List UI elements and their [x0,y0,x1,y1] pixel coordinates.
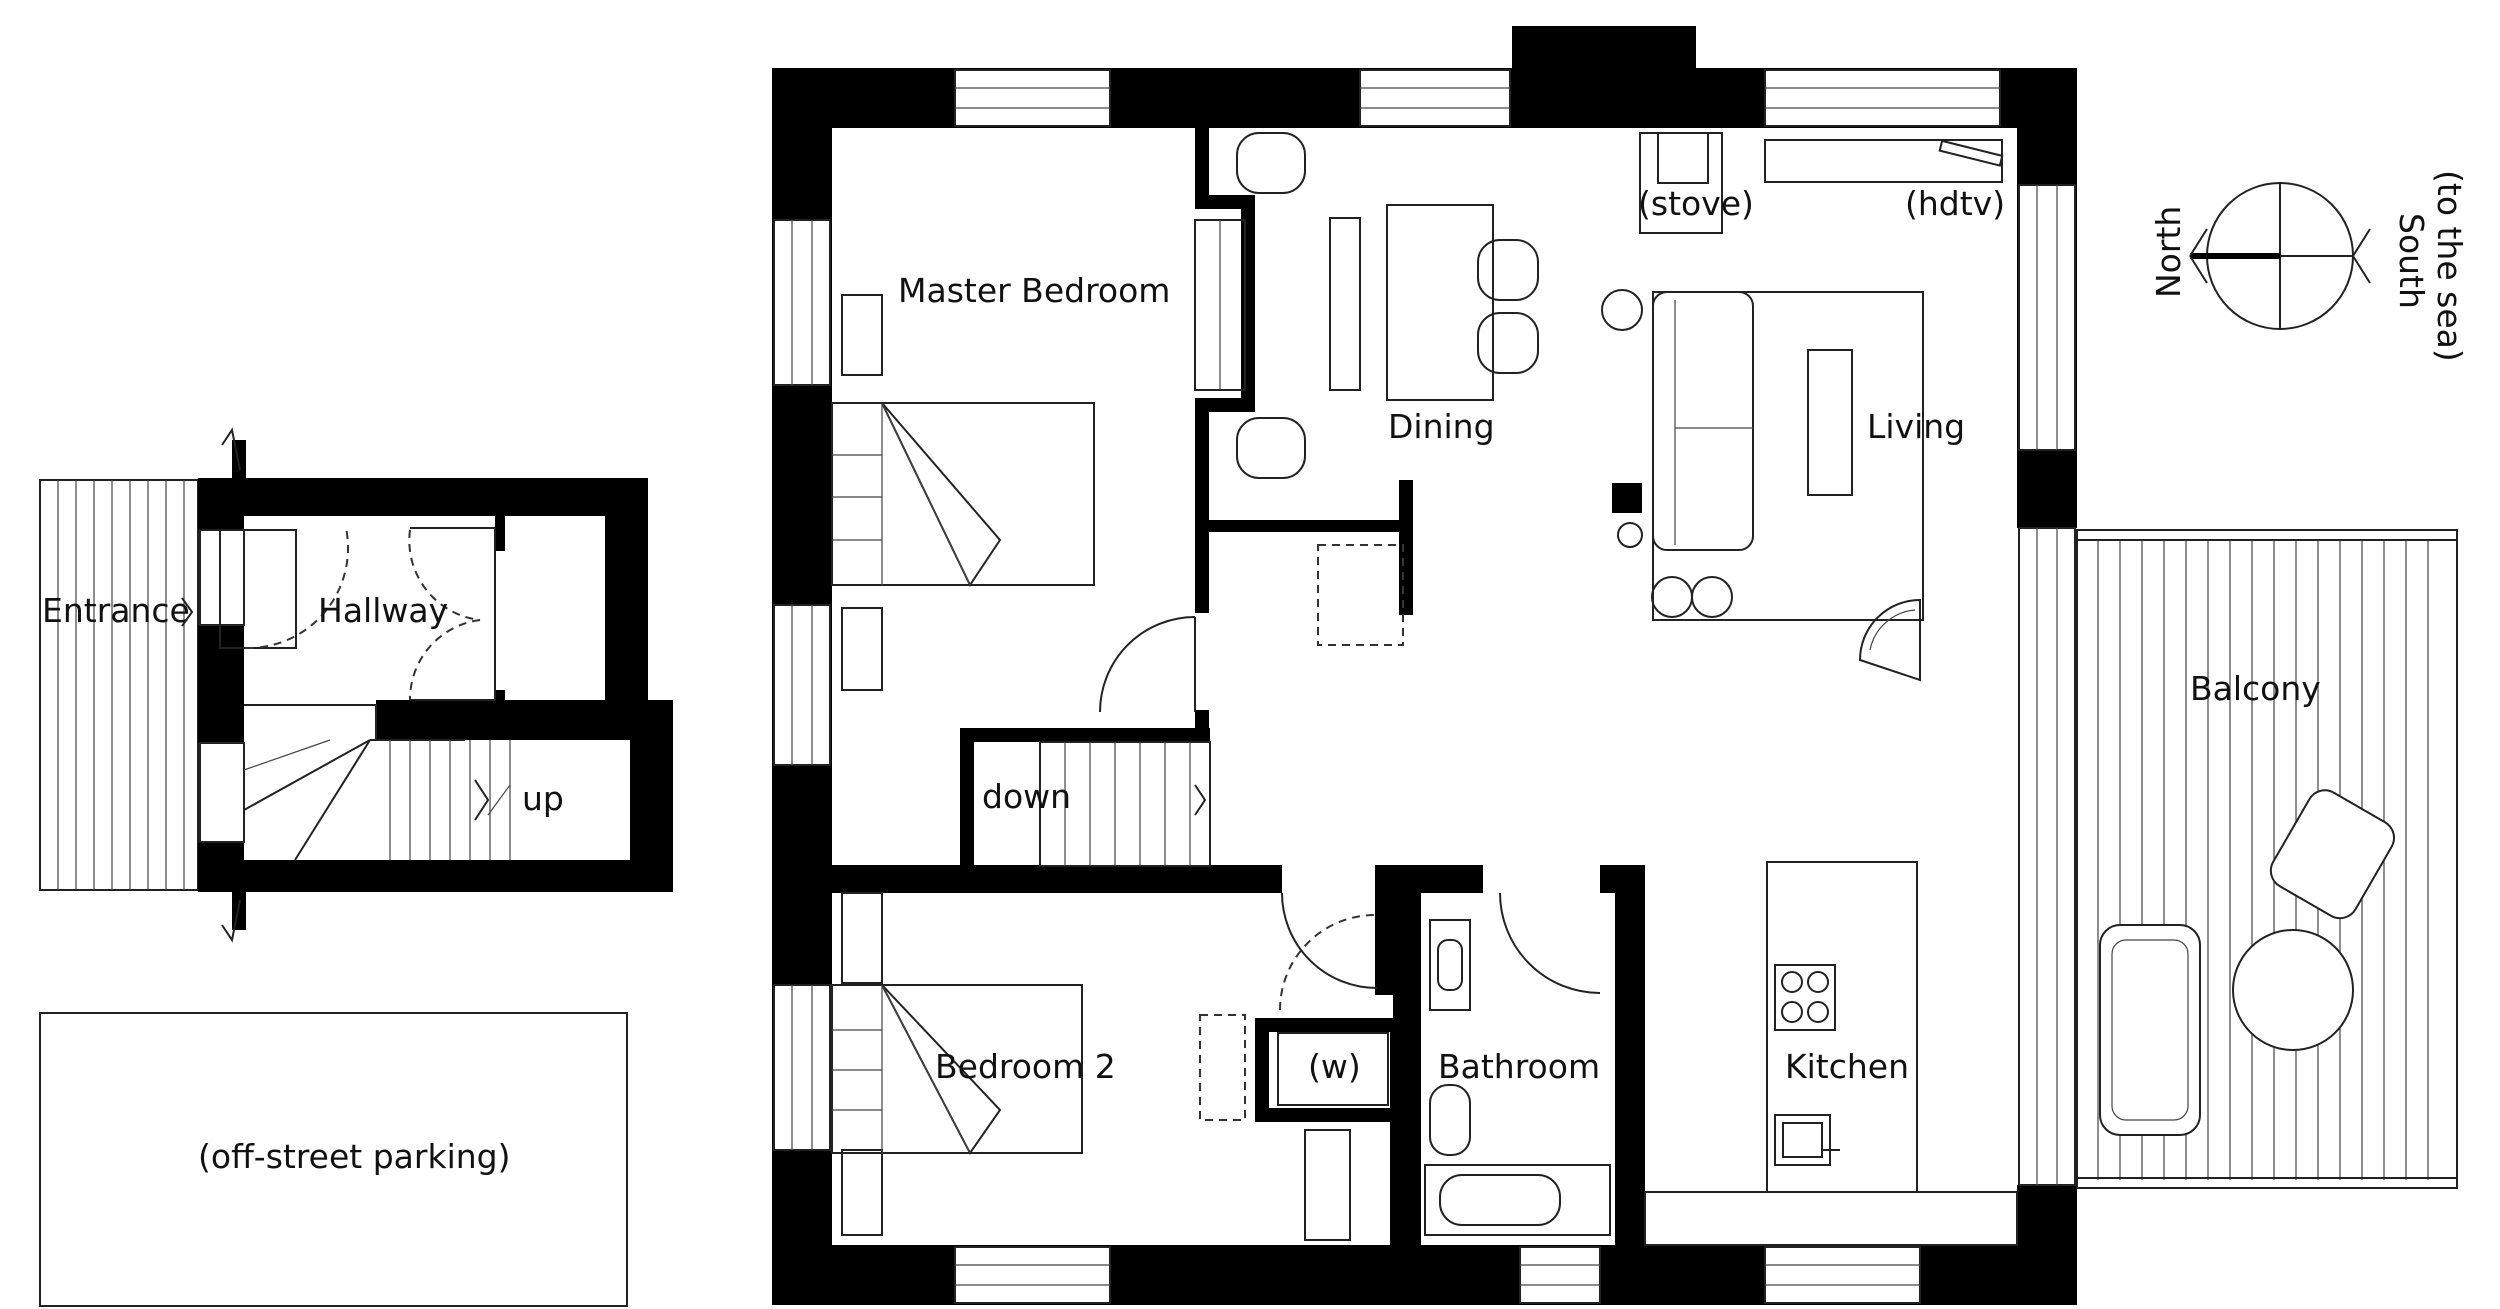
master-bedroom-furniture [831,219,1246,691]
dining-furniture [1236,132,1643,479]
label-up: up [522,779,564,818]
label-dining: Dining [1388,407,1495,446]
entrance-steps [39,479,199,891]
entrance-arrow-icon [181,597,194,627]
label-parking: (off-street parking) [198,1137,510,1176]
bedroom2-furniture [831,892,1389,1241]
label-compass-south-note: (to the sea) [2430,170,2469,362]
parking-area [39,1012,628,1307]
label-kitchen: Kitchen [1785,1047,1909,1086]
hallway-walls [198,427,673,943]
label-bedroom2: Bedroom 2 [935,1047,1116,1086]
label-entrance: Entrance [42,591,190,630]
label-compass-south: South [2392,213,2431,309]
living-furniture [1612,132,2004,682]
label-down: down [982,777,1071,816]
balcony [2076,529,2458,1189]
label-hdtv: (hdtv) [1905,184,2005,223]
label-compass-north: North [2149,206,2188,298]
label-bathroom: Bathroom [1438,1047,1600,1086]
hallway-doors [219,527,496,701]
stairs-down [1039,741,1211,867]
kitchen-fixtures [1644,861,2018,1246]
label-wardrobe: (w) [1308,1047,1361,1086]
doors-main [1099,544,1601,1011]
stairs-up [243,704,511,861]
compass-icon [2189,182,2371,330]
label-balcony: Balcony [2190,669,2321,708]
bathroom-fixtures [1424,919,1611,1236]
main-windows [773,69,2076,1304]
main-outer-walls [772,26,2077,1305]
label-living: Living [1867,407,1965,446]
label-stove: (stove) [1638,184,1754,223]
label-hallway: Hallway [318,591,448,630]
label-master-bedroom: Master Bedroom [898,271,1170,310]
